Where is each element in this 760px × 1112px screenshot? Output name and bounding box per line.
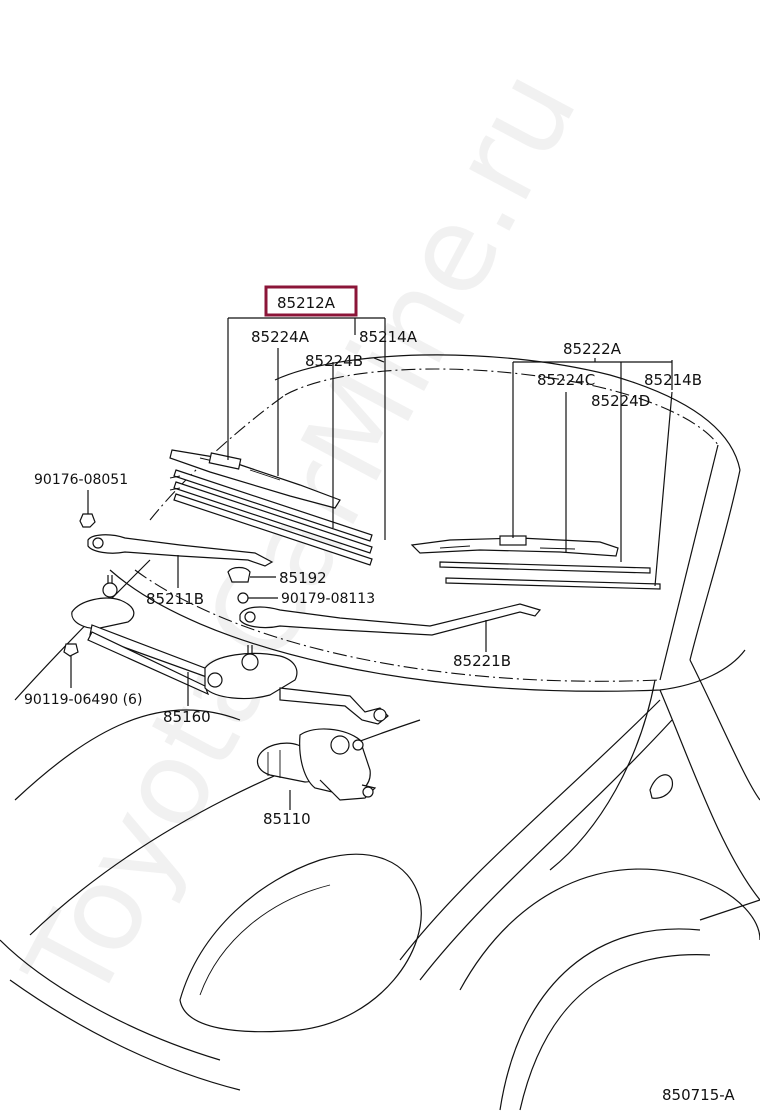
callout-90176-08051[interactable]: 90176-08051 (34, 472, 128, 488)
callout-85224A[interactable]: 85224A (251, 328, 310, 346)
callout-85214A[interactable]: 85214A (359, 328, 418, 346)
right-wiper-arm (239, 603, 542, 636)
nut-right-part (237, 592, 249, 604)
car-body-outline (0, 354, 760, 1111)
left-wiper-arm (87, 534, 274, 567)
diagram-id: 850715-A (662, 1086, 735, 1104)
callout-85211B[interactable]: 85211B (146, 590, 204, 608)
callout-85221B[interactable]: 85221B (453, 652, 511, 670)
callout-90179-08113[interactable]: 90179-08113 (281, 591, 375, 607)
cap-part (227, 566, 251, 583)
wiper-link-assembly (71, 575, 389, 725)
callout-85160[interactable]: 85160 (163, 708, 211, 726)
callout-85212A[interactable]: 85212A (277, 294, 336, 312)
callout-85224C[interactable]: 85224C (537, 371, 595, 389)
callout-90119-06490[interactable]: 90119-06490 (6) (24, 692, 142, 708)
leader-lines (70, 317, 673, 810)
callout-85214B[interactable]: 85214B (644, 371, 702, 389)
highlight-box (264, 285, 358, 317)
right-wiper-blade-assembly (410, 535, 661, 590)
callout-85224D[interactable]: 85224D (591, 392, 650, 410)
nut-top-part (79, 513, 96, 528)
wiper-motor (256, 728, 377, 801)
callout-85222A[interactable]: 85222A (563, 340, 622, 358)
callout-85192[interactable]: 85192 (279, 569, 327, 587)
callout-85224B[interactable]: 85224B (305, 352, 363, 370)
left-wiper-blade-assembly (169, 449, 373, 566)
callout-85110[interactable]: 85110 (263, 810, 311, 828)
bolt-part (63, 643, 79, 670)
